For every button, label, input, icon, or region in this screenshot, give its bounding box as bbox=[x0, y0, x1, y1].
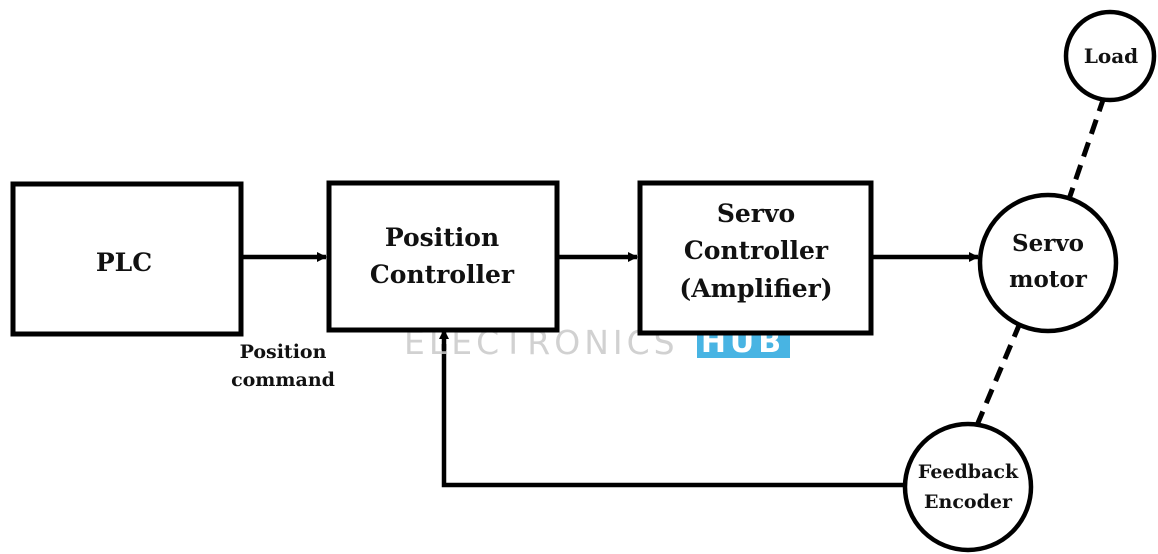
servo-controller-label-line1: Servo bbox=[717, 199, 795, 228]
plc-label: PLC bbox=[96, 248, 152, 277]
position-controller-label-line1: Position bbox=[385, 223, 499, 252]
position-command-annotation: Position command bbox=[231, 341, 335, 391]
position-command-line2: command bbox=[231, 369, 335, 391]
load-coupling-line bbox=[1065, 99, 1106, 203]
servo-controller-label-line2: Controller bbox=[684, 236, 829, 265]
servo-motor-node: Servo motor bbox=[977, 192, 1119, 334]
feedback-encoder-label-line1: Feedback bbox=[918, 461, 1019, 483]
feedback-line bbox=[441, 344, 903, 488]
encoder-coupling-line bbox=[972, 322, 1023, 431]
feedback-encoder-label-line2: Encoder bbox=[924, 491, 1013, 513]
servo-motor-label-line1: Servo bbox=[1012, 230, 1084, 257]
servo-motor-label-line2: motor bbox=[1009, 266, 1088, 293]
feedback-encoder-node: Feedback Encoder bbox=[902, 421, 1034, 553]
load-label: Load bbox=[1084, 44, 1138, 68]
position-controller-block: Position Controller bbox=[326, 180, 560, 333]
plc-block: PLC bbox=[10, 181, 244, 337]
load-node: Load bbox=[1063, 9, 1157, 103]
position-command-line1: Position bbox=[240, 341, 327, 363]
position-controller-label-line2: Controller bbox=[370, 260, 515, 289]
servo-controller-label-line3: (Amplifier) bbox=[679, 274, 832, 303]
servo-controller-block: Servo Controller (Amplifier) bbox=[637, 180, 874, 336]
